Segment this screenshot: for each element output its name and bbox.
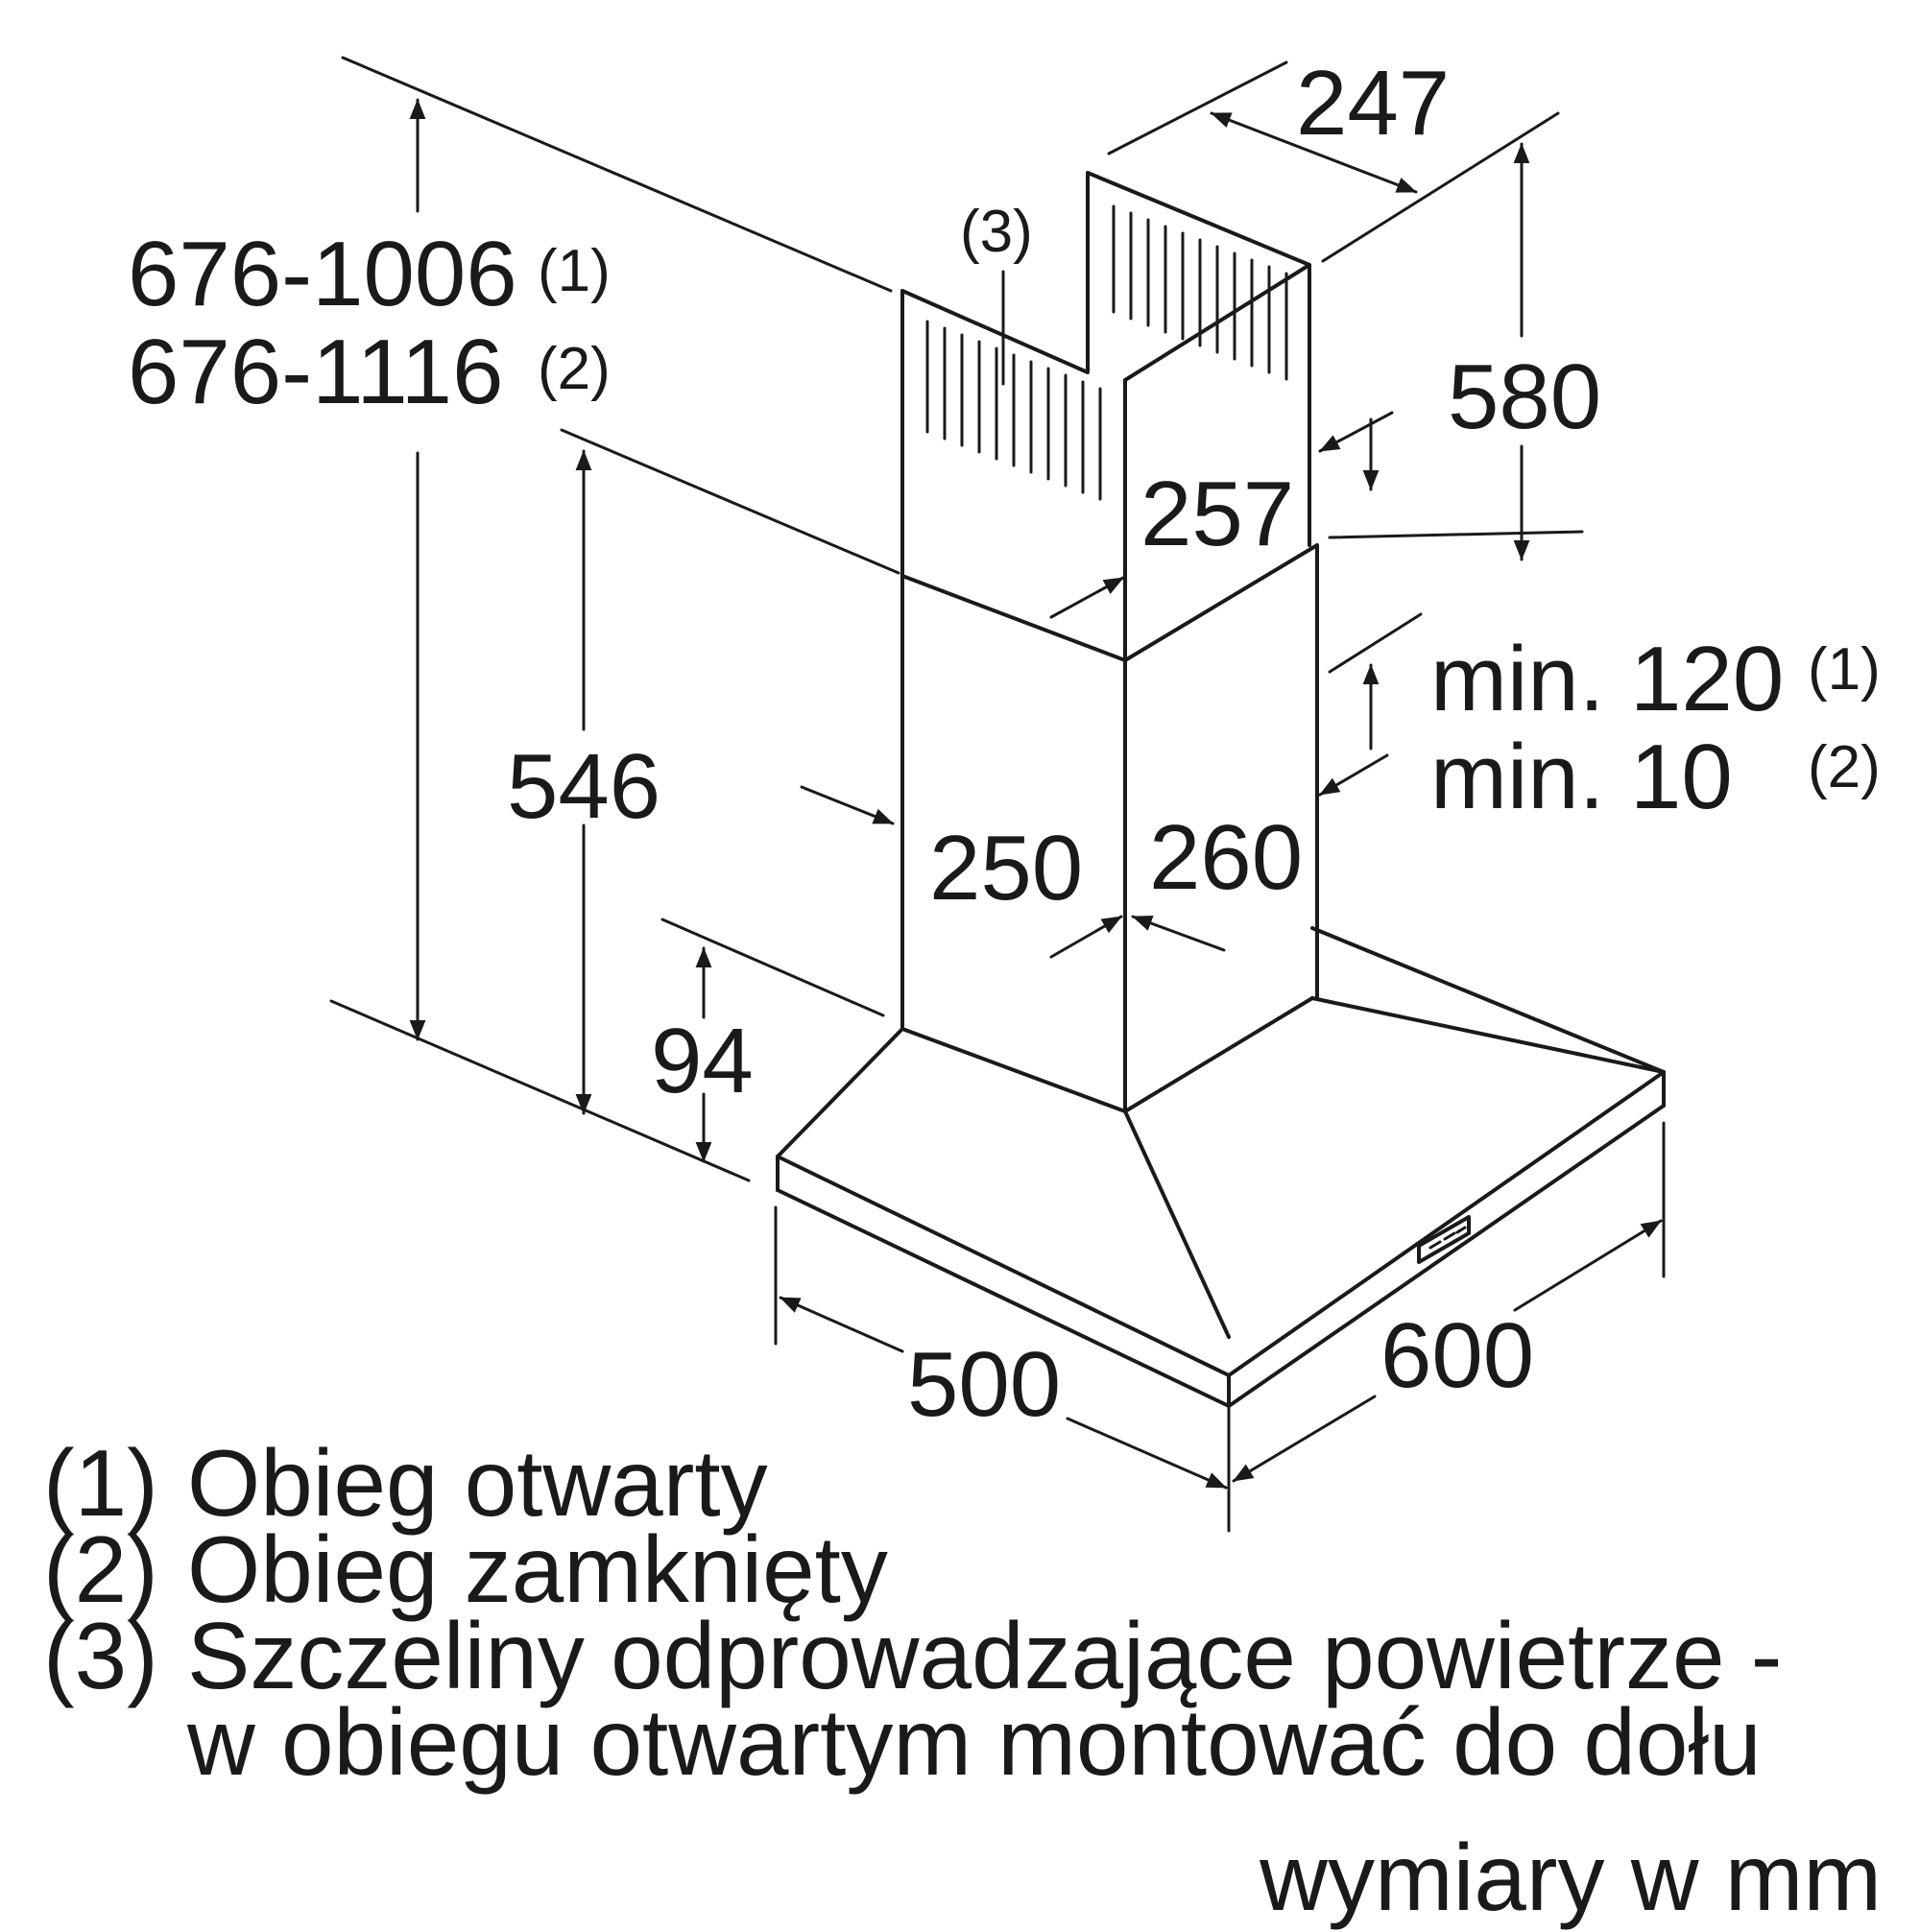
legend-item-3-text: Szczeliny odprowadzające powietrze - [187, 1603, 1783, 1708]
label-clearance-closed-ref: (2) [1808, 734, 1881, 800]
dim-clearance [1318, 663, 1389, 797]
dim-chimney-lower-width [1049, 915, 1226, 959]
legend-item-1-number: (1) [43, 1430, 158, 1536]
label-chimney-lower-depth: 250 [929, 817, 1083, 919]
hood-body [776, 926, 1666, 1408]
label-chimney-lower-height: 546 [507, 735, 660, 838]
vent-slots-front [925, 320, 1102, 501]
legend-item-2: (2) Obieg zamknięty [43, 1516, 1782, 1622]
control-panel [1417, 1215, 1471, 1264]
label-clearance-open: min. 120 [1430, 628, 1784, 730]
label-total-height-closed-ref: (2) [538, 336, 611, 402]
label-chimney-top-depth: 247 [1296, 52, 1450, 155]
label-vent-slots-ref: (3) [960, 199, 1033, 265]
dim-chimney-upper-width [1049, 411, 1394, 619]
dim-hood-width [1232, 1219, 1663, 1483]
vent-slots-back [1112, 204, 1288, 381]
label-canopy-height: 94 [651, 1010, 754, 1112]
label-hood-width: 600 [1380, 1304, 1534, 1407]
dim-hood-depth [779, 1296, 1228, 1490]
legend-item-3-number: (3) [43, 1603, 158, 1708]
legend-item-1: (1) Obieg otwarty [43, 1430, 1782, 1536]
extension-lines [329, 56, 1666, 1533]
label-hood-depth: 500 [907, 1333, 1061, 1436]
dim-chimney-lower-depth [800, 785, 895, 825]
label-chimney-lower-width: 260 [1149, 806, 1303, 909]
legend-item-2-text: Obieg zamknięty [187, 1516, 888, 1622]
label-total-height-open-ref: (1) [538, 238, 611, 304]
label-chimney-upper-height: 580 [1448, 346, 1601, 448]
dim-chimney-top-depth [1210, 111, 1418, 194]
legend-item-3-continuation: w obiegu otwartym montować do dołu [187, 1689, 1762, 1795]
label-chimney-upper-width: 257 [1140, 463, 1294, 565]
label-total-height-closed: 676-1116 [128, 321, 503, 423]
legend-item-3: (3) Szczeliny odprowadzające powietrze - [43, 1603, 1783, 1708]
legend: (1) Obieg otwarty (2) Obieg zamknięty (3… [43, 1430, 1783, 1795]
units-note: wymiary w mm [1260, 1825, 1882, 1930]
label-total-height-open: 676-1006 [128, 223, 517, 325]
legend-item-2-number: (2) [43, 1516, 158, 1622]
label-clearance-closed: min. 10 [1430, 726, 1733, 828]
legend-item-1-text: Obieg otwarty [187, 1430, 768, 1536]
label-clearance-open-ref: (1) [1808, 636, 1881, 703]
